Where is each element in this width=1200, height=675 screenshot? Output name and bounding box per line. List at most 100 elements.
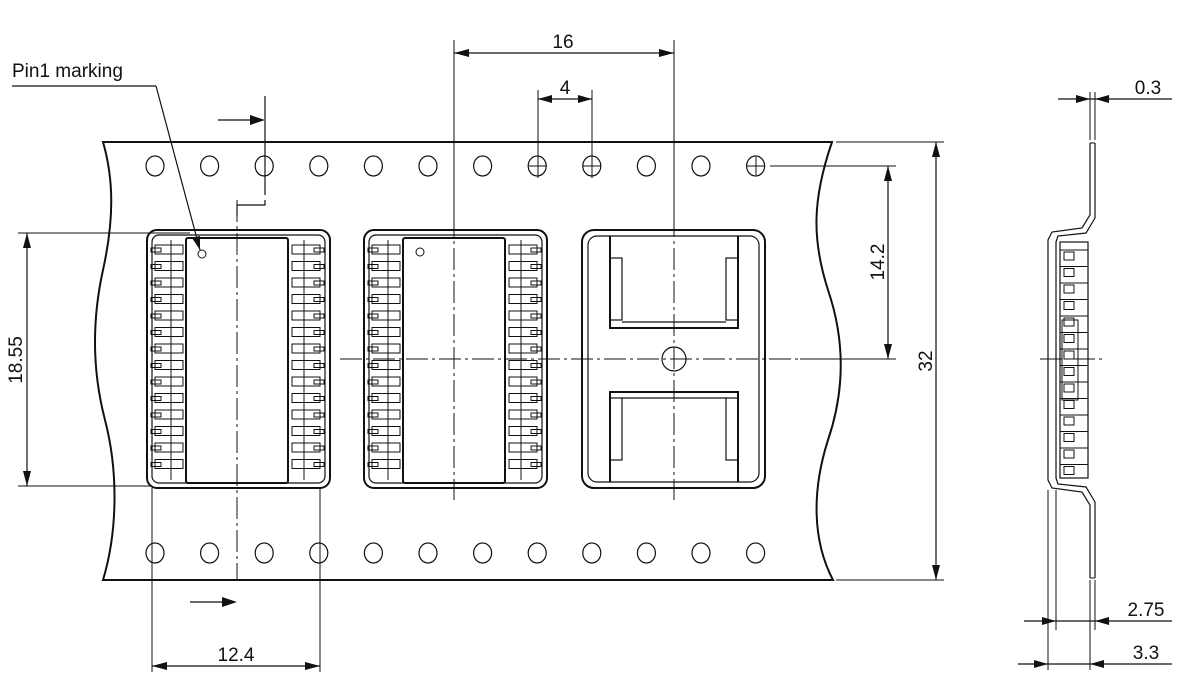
lead-slot: [291, 426, 321, 436]
lead-slot: [150, 330, 162, 335]
lead-slot: [371, 376, 401, 387]
lead-slot: [371, 409, 401, 420]
lead-slot: [291, 261, 321, 271]
lead-slot: [530, 445, 542, 451]
lead-slot: [313, 363, 325, 368]
dim-label-18-55: 18.55: [6, 336, 27, 384]
lead-slot: [508, 294, 538, 304]
sprocket-hole: [145, 155, 165, 177]
lead-slot: [367, 379, 379, 385]
lead-slot: [291, 327, 321, 337]
lead-slot: [367, 363, 379, 368]
lead-slot: [530, 379, 542, 385]
sprocket-hole: [363, 542, 383, 564]
lead-slot: [313, 264, 325, 269]
lead-slot: [367, 462, 379, 467]
lead-slot: [371, 343, 401, 354]
lead-slot: [371, 310, 401, 321]
lead-slot: [150, 462, 162, 467]
lead-slot: [154, 459, 184, 469]
lead-slot: [313, 445, 325, 451]
lead-slot: [371, 393, 401, 403]
lead-slot: [154, 294, 184, 304]
lead-slot: [371, 244, 401, 255]
lead-slot: [150, 445, 162, 451]
lead-slot: [367, 396, 379, 401]
lead-slot: [530, 280, 542, 286]
lead-slot: [291, 376, 321, 387]
dim-label-12-4: 12.4: [218, 645, 255, 666]
lead-slot: [530, 264, 542, 269]
lead-slot: [154, 360, 184, 370]
lead-slot: [313, 462, 325, 467]
lead-slot: [530, 330, 542, 335]
lead-slot: [150, 363, 162, 368]
lead-slot: [508, 442, 538, 453]
lead-slot: [530, 297, 542, 302]
lead-slot: [154, 343, 184, 354]
lead-slot: [530, 247, 542, 253]
sprocket-hole: [200, 542, 220, 564]
lead-slot: [313, 297, 325, 302]
lead-slot: [508, 327, 538, 337]
lead-slot: [371, 277, 401, 288]
lead-slot: [154, 277, 184, 288]
sprocket-hole: [363, 155, 383, 177]
sprocket-hole: [582, 542, 602, 564]
sprocket-hole: [418, 542, 438, 564]
lead-slot: [313, 396, 325, 401]
dim-label-3-3: 3.3: [1133, 643, 1159, 664]
lead-slot: [508, 426, 538, 436]
lead-slot: [154, 393, 184, 403]
lead-slot: [508, 310, 538, 321]
lead-slot: [371, 360, 401, 370]
sprocket-hole: [636, 155, 657, 177]
lead-slot: [530, 429, 542, 434]
lead-slot: [291, 393, 321, 403]
lead-slot: [530, 462, 542, 467]
lead-slot: [154, 310, 184, 321]
lead-slot: [508, 360, 538, 370]
sprocket-holes-top: [145, 155, 766, 177]
pocket-1: [146, 229, 331, 489]
lead-slot: [291, 310, 321, 321]
lead-slot: [154, 442, 184, 453]
lead-slot: [154, 409, 184, 420]
lead-slot: [150, 280, 162, 286]
lead-slot: [291, 244, 321, 255]
lead-slot: [530, 396, 542, 401]
lead-slot: [367, 429, 379, 434]
tape-outline: [93, 141, 842, 581]
pin1-marker-dot: [197, 249, 207, 259]
dimension-14-2: [770, 165, 896, 360]
dim-label-16: 16: [552, 32, 573, 53]
lead-slot: [291, 277, 321, 288]
lead-slot: [150, 313, 162, 319]
lead-slot: [367, 445, 379, 451]
section-line: [190, 96, 266, 607]
lead-slot: [371, 294, 401, 304]
lead-slot: [530, 313, 542, 319]
lead-slot: [154, 261, 184, 271]
lead-slot: [313, 313, 325, 319]
lead-slot: [313, 247, 325, 253]
lead-slots-2: [367, 240, 542, 480]
lead-slot: [150, 247, 162, 253]
lead-slot: [508, 277, 538, 288]
lead-slot: [291, 409, 321, 420]
lead-slot: [367, 313, 379, 319]
lead-slot: [150, 396, 162, 401]
lead-slot: [371, 261, 401, 271]
dim-label-32: 32: [916, 350, 937, 371]
lead-slot: [154, 376, 184, 387]
lead-slot: [367, 247, 379, 253]
lead-slot: [291, 294, 321, 304]
lead-slot: [508, 261, 538, 271]
dim-label-4: 4: [560, 78, 571, 99]
lead-slot: [508, 244, 538, 255]
lead-slot: [150, 412, 162, 418]
lead-slot: [154, 327, 184, 337]
side-view: [1018, 92, 1172, 670]
lead-slot: [367, 346, 379, 352]
lead-slot: [367, 412, 379, 418]
